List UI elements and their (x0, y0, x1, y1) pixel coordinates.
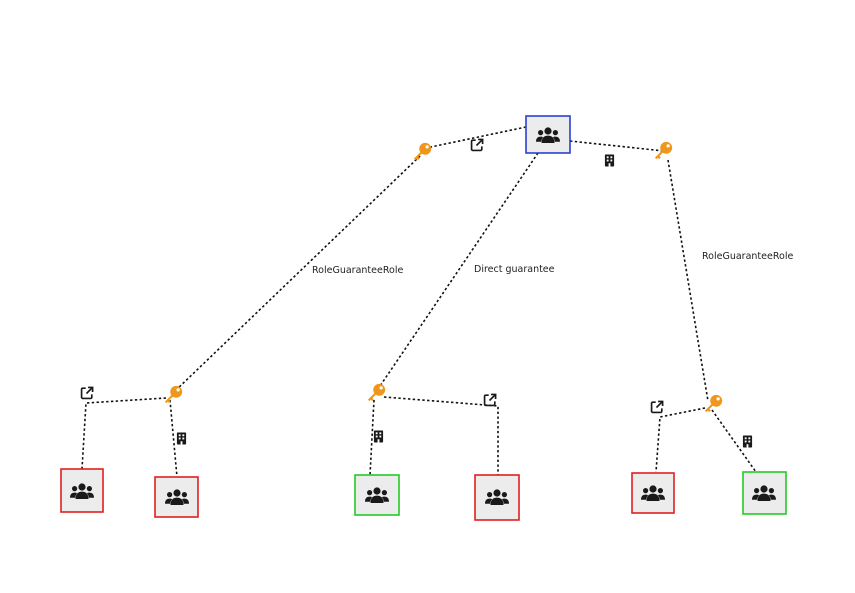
edge-label-right: RoleGuaranteeRole (702, 251, 793, 262)
building-icon[interactable] (176, 432, 187, 445)
external-link-icon[interactable] (650, 400, 664, 414)
edge-label-left: RoleGuaranteeRole (312, 265, 403, 276)
leaf-node[interactable] (742, 471, 787, 515)
edge-key-br-leaf-5 (655, 407, 706, 473)
edge-key-bm-leaf-3 (369, 399, 375, 476)
building-icon[interactable] (373, 430, 384, 443)
leaf-node[interactable] (60, 468, 104, 513)
building-icon[interactable] (604, 154, 615, 167)
building-icon[interactable] (742, 435, 753, 448)
edge-key-bl-leaf-2 (169, 399, 178, 478)
edge-key-bm-leaf-4 (383, 396, 499, 475)
edge-key-right-key-br (667, 159, 709, 402)
leaf-node[interactable] (474, 474, 520, 521)
edge-key-left-key-bl (173, 155, 421, 393)
edge-label-middle: Direct guarantee (474, 264, 555, 275)
external-link-icon[interactable] (80, 386, 94, 400)
leaf-node[interactable] (631, 472, 675, 514)
key-icon[interactable] (413, 142, 432, 161)
external-link-icon[interactable] (483, 393, 497, 407)
edges (81, 126, 757, 478)
key-icon[interactable] (367, 383, 386, 402)
edge-key-bl-leaf-1 (81, 397, 167, 470)
leaf-node[interactable] (354, 474, 400, 516)
leaf-node[interactable] (154, 476, 199, 518)
edge-root-key-right (569, 140, 665, 152)
external-link-icon[interactable] (470, 138, 484, 152)
key-icon[interactable] (164, 385, 183, 404)
edge-key-br-leaf-6 (711, 409, 757, 473)
root-node[interactable] (525, 115, 571, 154)
